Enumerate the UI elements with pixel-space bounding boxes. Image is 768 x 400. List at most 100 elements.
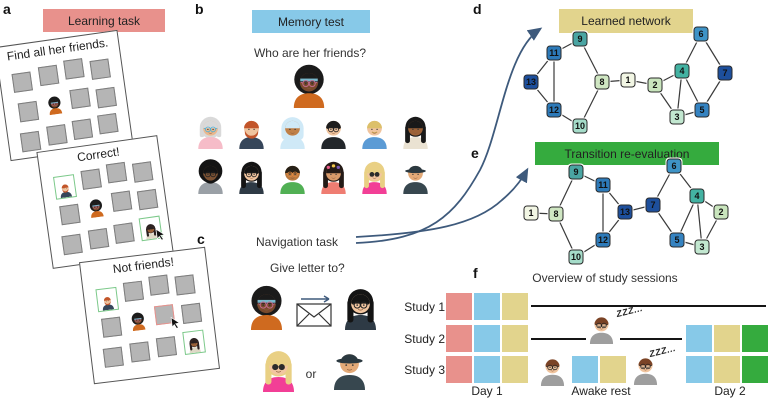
study-overview-title: Overview of study sessions bbox=[532, 271, 678, 285]
avatar-graphic bbox=[262, 351, 295, 392]
network-node-9: 9 bbox=[567, 163, 585, 181]
avatar-awake-participant bbox=[535, 351, 570, 386]
network-node-11: 11 bbox=[545, 44, 563, 62]
panel-c-letter: c bbox=[197, 231, 205, 247]
avatar-graphic bbox=[145, 224, 158, 240]
panel-a-letter: a bbox=[3, 1, 11, 17]
network-node-6: 6 bbox=[665, 157, 683, 175]
network-node-12: 12 bbox=[545, 101, 563, 119]
avatar-option-a bbox=[255, 345, 302, 392]
svg-text:5: 5 bbox=[674, 235, 679, 245]
svg-text:1: 1 bbox=[528, 208, 533, 218]
avatar-graphic bbox=[89, 199, 104, 219]
avatar-graphic bbox=[333, 354, 366, 390]
avatar-afro_man bbox=[192, 157, 229, 194]
navigation-question: Give letter to? bbox=[270, 261, 345, 275]
svg-text:7: 7 bbox=[722, 68, 727, 78]
svg-text:4: 4 bbox=[694, 191, 699, 201]
session-block-navigation bbox=[502, 293, 528, 320]
svg-text:3: 3 bbox=[674, 112, 679, 122]
session-block-memory bbox=[686, 356, 712, 383]
avatar-letter-receiver bbox=[337, 283, 384, 330]
avatar-graphic bbox=[60, 184, 73, 199]
cursor-icon bbox=[155, 228, 166, 241]
network-node-1: 1 bbox=[522, 204, 540, 222]
learning-task-label: Learning task bbox=[43, 9, 165, 32]
network-node-1: 1 bbox=[619, 71, 637, 89]
avatar-green_man bbox=[274, 157, 311, 194]
avatar-flower_woman bbox=[315, 157, 352, 194]
memory-test-label: Memory test bbox=[252, 10, 370, 33]
friend-highlight-box bbox=[182, 329, 206, 355]
avatar-sleeping-participant bbox=[584, 309, 619, 344]
avatar-target-in-card bbox=[127, 310, 148, 332]
svg-text:10: 10 bbox=[575, 121, 585, 131]
study-row-label: Study 2 bbox=[404, 332, 445, 346]
session-block-navigation bbox=[502, 325, 528, 352]
avatar-sleeping-participant bbox=[628, 350, 663, 385]
avatar-graphic bbox=[633, 358, 658, 385]
svg-text:2: 2 bbox=[652, 80, 657, 90]
session-block-navigation bbox=[502, 356, 528, 383]
network-node-4: 4 bbox=[688, 187, 706, 205]
network-node-8: 8 bbox=[547, 205, 565, 223]
session-block-navigation bbox=[714, 325, 740, 352]
svg-text:12: 12 bbox=[598, 235, 608, 245]
session-block-reevaluation bbox=[742, 325, 768, 352]
session-block-memory bbox=[474, 325, 500, 352]
svg-text:7: 7 bbox=[650, 200, 655, 210]
svg-text:3: 3 bbox=[699, 242, 704, 252]
network-node-3: 3 bbox=[693, 238, 711, 256]
svg-text:1: 1 bbox=[625, 75, 630, 85]
svg-text:8: 8 bbox=[553, 209, 558, 219]
avatar-graphic bbox=[280, 117, 305, 149]
avatar-target-in-card bbox=[44, 94, 65, 116]
session-block-memory bbox=[474, 293, 500, 320]
timeline-line bbox=[531, 338, 586, 340]
avatar-graphic bbox=[293, 64, 325, 108]
session-block-navigation bbox=[714, 356, 740, 383]
network-node-5: 5 bbox=[668, 231, 686, 249]
network-node-6: 6 bbox=[692, 25, 710, 43]
avatar-target-cue bbox=[286, 62, 332, 108]
panel-b-letter: b bbox=[195, 1, 204, 17]
session-block-memory bbox=[474, 356, 500, 383]
study-row-label: Study 3 bbox=[404, 363, 445, 377]
network-node-10: 10 bbox=[567, 248, 585, 266]
session-block-navigation bbox=[600, 356, 626, 383]
network-node-4: 4 bbox=[673, 62, 691, 80]
task-card: Correct! bbox=[36, 135, 174, 269]
session-block-memory bbox=[572, 356, 598, 383]
svg-text:11: 11 bbox=[549, 48, 559, 58]
avatar-graphic bbox=[198, 116, 223, 149]
avatar-graphic bbox=[239, 120, 264, 149]
cursor-icon bbox=[170, 316, 181, 329]
task-card: Find all her friends. bbox=[0, 29, 134, 162]
avatar-graphic bbox=[239, 161, 264, 194]
avatar-graphic bbox=[280, 165, 305, 194]
avatar-target-in-card bbox=[85, 197, 106, 219]
svg-text:6: 6 bbox=[671, 161, 676, 171]
network-node-2: 2 bbox=[712, 203, 730, 221]
avatar-graphic bbox=[48, 96, 63, 116]
session-block-learning bbox=[446, 293, 472, 320]
friend-highlight-box bbox=[95, 286, 120, 313]
panel-f-letter: f bbox=[473, 265, 478, 281]
session-block-learning bbox=[446, 356, 472, 383]
network-node-11: 11 bbox=[594, 176, 612, 194]
network-node-8: 8 bbox=[593, 73, 611, 91]
network-node-10: 10 bbox=[571, 117, 589, 135]
avatar-option-b bbox=[326, 343, 373, 390]
or-label: or bbox=[305, 367, 317, 381]
avatar-granny bbox=[192, 112, 229, 149]
awake-rest-label: Awake rest bbox=[571, 384, 631, 398]
avatar-graphic bbox=[540, 359, 565, 386]
day-1-label: Day 1 bbox=[471, 384, 503, 398]
day-2-label: Day 2 bbox=[714, 384, 746, 398]
avatar-graphic bbox=[102, 297, 115, 311]
session-block-memory bbox=[686, 325, 712, 352]
svg-text:8: 8 bbox=[599, 77, 604, 87]
svg-text:4: 4 bbox=[679, 66, 684, 76]
network-node-13: 13 bbox=[616, 203, 634, 221]
